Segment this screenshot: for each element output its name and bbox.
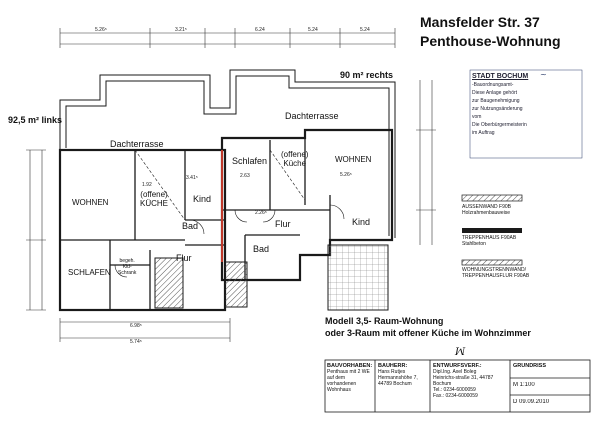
room-flur-right: Flur [275, 219, 291, 229]
open-kitchen-diagonal-right [269, 149, 306, 201]
stamp-line5: Die Oberbürgermeisterin [472, 122, 527, 128]
title-block-grundriss: GRUNDRISS [513, 363, 588, 377]
top-dimension-chain [59, 28, 396, 48]
area-left-label: 92,5 m² links [8, 115, 63, 125]
entwurf-fax: Fax.: 0234-6000059 [433, 393, 478, 399]
room-flur-left: Flur [176, 253, 192, 263]
legend-sub: Stahlbeton [462, 241, 486, 247]
stamp-authority: STADT BOCHUM [472, 73, 529, 80]
legend-stairwell: TREPPENHAUS F90AB Stahlbeton [462, 235, 516, 247]
left-apartment-walls [58, 148, 227, 312]
room-bad-left: Bad [182, 221, 199, 231]
bottom-dimension-chain [59, 318, 231, 342]
stamp-line4: vom [472, 114, 482, 120]
room-wohnen-right: WOHNEN [335, 155, 372, 164]
room-kueche-right: (offene) Küche [281, 150, 309, 168]
address-title: Mansfelder Str. 37 [420, 14, 540, 30]
bauvorhaben-text: Penthaus mit 2 WE auf dem vorhandenen Wo… [327, 369, 370, 393]
open-kitchen-diagonal [134, 149, 186, 221]
caption-line2: oder 3-Raum mit offener Küche im Wohnzim… [325, 328, 531, 338]
caption-line1: Modell 3,5- Raum-Wohnung [325, 316, 444, 326]
room-kueche-left: (offene) KÜCHE [140, 190, 169, 208]
stamp-box [469, 69, 583, 159]
interior-walls [60, 138, 331, 310]
dim-top-4: 5.24 [308, 27, 318, 33]
legend-sub: Holzrahmenbauweise [462, 210, 511, 216]
stairwell-left [154, 257, 184, 309]
legend-partition: WOHNUNGSTRENNWAND/ TREPPENHAUSFLUR F90AB [462, 267, 529, 279]
entwurf-text: Dipl.Ing. Axel Boleg [433, 369, 477, 375]
room-kind-right: Kind [352, 217, 371, 227]
title-block-frame [324, 359, 591, 413]
dim-top-1: 5.26⁵ [95, 27, 107, 33]
legend-swatch-stairwell [462, 228, 522, 233]
grundriss-label: GRUNDRISS [513, 363, 547, 369]
legend-title: AUSSENWAND F90B [462, 204, 511, 210]
bauvorhaben-label: BAUVORHABEN: [327, 363, 373, 369]
dim-inner-1: 1.92 [142, 182, 152, 188]
room-schlafen-right: Schlafen [232, 156, 268, 166]
unit-title: Penthouse-Wohnung [420, 33, 561, 49]
room-dachterrasse-right: Dachterrasse [285, 111, 339, 121]
room-wohnen-left: WOHNEN [72, 198, 109, 207]
door-swings [114, 204, 345, 278]
terrace-outline [59, 69, 396, 238]
dim-inner-5: 2.26⁵ [255, 210, 267, 216]
title-block-bauvorhaben: BAUVORHABEN: Penthaus mit 2 WE auf dem v… [327, 363, 373, 411]
dim-inner-4: 5.26⁵ [340, 172, 352, 178]
title-block-date: D 09.09.2010 [513, 399, 550, 405]
bauherr-label: BAUHERR: [378, 363, 408, 369]
legend-swatch-partition [461, 259, 523, 266]
dim-inner-3: 2.63 [240, 173, 250, 179]
stamp-office: -Bauordnungsamt- [472, 82, 514, 88]
title-block-entwurf: ENTWURFSVERF.: Dipl.Ing. Axel Boleg Hein… [433, 363, 508, 411]
entwurf-address: Heinrichs-straße 31, 44787 Bochum [433, 375, 494, 387]
dim-bottom-2: 5.74⁵ [130, 339, 142, 345]
dim-inner-2: 3.41⁵ [186, 175, 198, 181]
legend-sub: TREPPENHAUSFLUR F90AB [462, 273, 530, 279]
title-block-bauherr: BAUHERR: Hans Rutjes Hermannshöhe 7, 447… [378, 363, 428, 411]
legend-outer-wall: AUSSENWAND F90B Holzrahmenbauweise [462, 204, 511, 216]
room-dachterrasse-left: Dachterrasse [110, 139, 164, 149]
stamp-line1: Diese Anlage gehört [472, 90, 518, 96]
legend-swatch-outer-wall [461, 194, 523, 202]
title-block-scale: M 1:100 [513, 382, 535, 388]
legend-title: WOHNUNGSTRENNWAND/ [462, 267, 526, 273]
room-schlafen-left: SCHLAFEN [68, 268, 111, 277]
dim-top-3: 6.24 [255, 27, 265, 33]
stair-core [224, 261, 248, 308]
dim-top-5: 5.24 [360, 27, 370, 33]
room-bad-right: Bad [253, 244, 270, 254]
bauherr-text: Hans Rutjes Hermannshöhe 7, 44789 Bochum [378, 369, 418, 387]
dim-bottom-1: 6.98⁵ [130, 323, 142, 329]
left-dimension-chain [26, 149, 46, 311]
stamp-line3: zur Nutzungsänderung [472, 106, 523, 112]
area-right-label: 90 m² rechts [340, 70, 394, 80]
stamp-line2: zur Baugenehmigung [472, 98, 520, 104]
stamp-line6: im Auftrag [472, 130, 495, 136]
right-dimension-chain [416, 80, 436, 245]
legend-title: TREPPENHAUS F90AB [462, 235, 517, 241]
dim-top-2: 3.21⁵ [175, 27, 187, 33]
stairwell-right [327, 244, 389, 311]
stamp-signature: ~ [540, 70, 547, 79]
room-kind-left: Kind [193, 194, 212, 204]
approval-stamp: STADT BOCHUM -Bauordnungsamt- Diese Anla… [472, 73, 582, 163]
handwritten-signature: ꟽ [455, 347, 466, 358]
entwurf-tel: Tel.: 0234-6000059 [433, 387, 476, 393]
entwurf-label: ENTWURFSVERF.: [433, 363, 482, 369]
room-kleiderschrank: begeh. Kld- Schrank [118, 258, 137, 276]
